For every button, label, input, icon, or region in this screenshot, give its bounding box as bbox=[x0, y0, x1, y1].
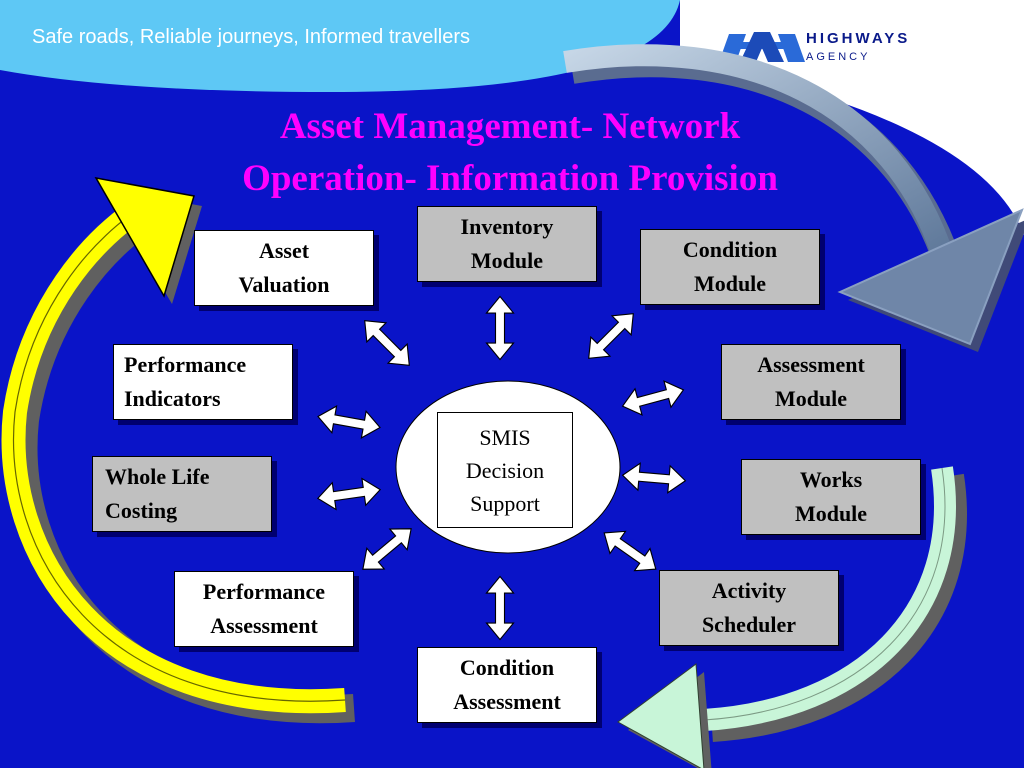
whole-life-costing-box: Whole Life Costing bbox=[92, 456, 272, 532]
assessment-module-box: Assessment Module bbox=[721, 344, 901, 420]
condition-assessment-box: Condition Assessment bbox=[417, 647, 597, 723]
cycle-arrow-bottom-right-head bbox=[617, 663, 705, 768]
logo-subtitle: AGENCY bbox=[806, 51, 871, 63]
connector-arrow-asset-valuation bbox=[354, 310, 420, 376]
connector-arrow-condition-module bbox=[578, 303, 644, 369]
header-banner bbox=[0, 0, 680, 92]
tagline: Safe roads, Reliable journeys, Informed … bbox=[32, 26, 470, 48]
connector-arrow-works bbox=[620, 461, 688, 495]
activity-scheduler-box: Activity Scheduler bbox=[659, 570, 839, 646]
connector-arrow-activity bbox=[595, 521, 665, 581]
connector-arrow-condition-assessment bbox=[485, 575, 515, 641]
connector-arrow-performance-indicators bbox=[315, 402, 383, 442]
cycle-arrow-top-right bbox=[563, 44, 956, 266]
inventory-module-box: Inventory Module bbox=[417, 206, 597, 282]
logo-panel bbox=[680, 0, 1024, 235]
slide-title-line-1: Asset Management- Network bbox=[279, 106, 741, 147]
condition-module-box: Condition Module bbox=[640, 229, 820, 305]
cycle-arrow-top-right-head bbox=[837, 208, 1024, 346]
performance-assessment-box: Performance Assessment bbox=[174, 571, 354, 647]
slide-title-line-2: Operation- Information Provision bbox=[242, 158, 778, 199]
cycle-arrow-left-head bbox=[94, 176, 195, 298]
logo-name: HIGHWAYS bbox=[806, 30, 911, 47]
connector-arrow-performance-assessment bbox=[353, 517, 421, 581]
works-module-box: Works Module bbox=[741, 459, 921, 535]
smis-decision-support-label: SMIS Decision Support bbox=[437, 412, 573, 528]
connector-arrow-whole-life bbox=[315, 475, 383, 513]
connector-arrow-inventory bbox=[485, 295, 515, 361]
asset-valuation-box: Asset Valuation bbox=[194, 230, 374, 306]
connector-arrow-assessment bbox=[618, 376, 688, 420]
performance-indicators-box: Performance Indicators bbox=[113, 344, 293, 420]
